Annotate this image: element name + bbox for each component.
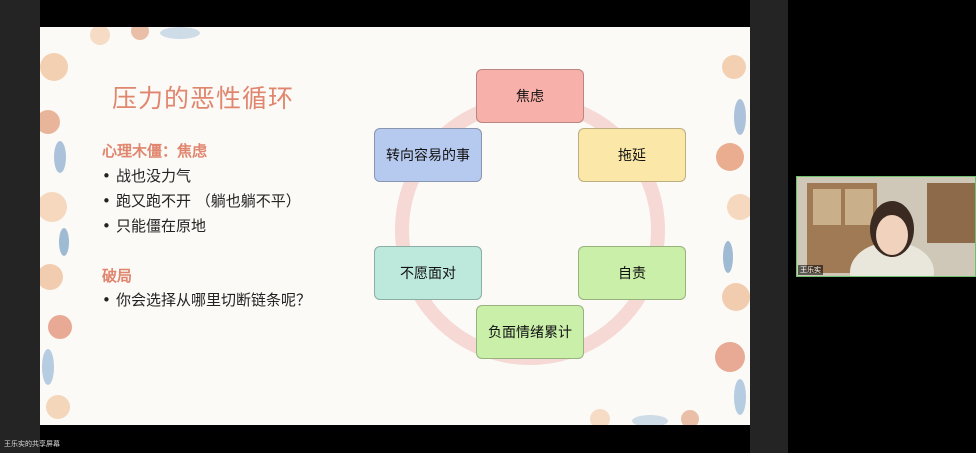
- participant-video: [797, 177, 975, 276]
- floral-border-decoration: [40, 27, 750, 425]
- participant-name: 王乐实: [798, 265, 823, 275]
- bullet-glyph: •: [102, 291, 111, 309]
- screen-share-label: 王乐实的共享屏幕: [4, 440, 60, 448]
- cycle-node-self-blame: 自责: [578, 246, 686, 300]
- list-item: • 跑又跑不开 （躺也躺不平）: [102, 190, 301, 211]
- section-heading-freeze: 心理木僵：焦虑: [102, 142, 208, 160]
- bullet-text: 只能僵在原地: [116, 217, 207, 235]
- bullet-text: 战也没力气: [116, 167, 192, 185]
- section-heading-breakthrough: 破局: [102, 267, 133, 285]
- cycle-node-procrastination: 拖延: [578, 128, 686, 182]
- slide-title: 压力的恶性循环: [112, 84, 295, 113]
- bullet-glyph: •: [102, 192, 111, 210]
- list-item: • 你会选择从哪里切断链条呢？: [102, 289, 311, 310]
- bullet-text: 你会选择从哪里切断链条呢？: [116, 291, 312, 309]
- cycle-node-easy-tasks: 转向容易的事: [374, 128, 482, 182]
- cycle-node-negative-emotion: 负面情绪累计: [476, 305, 584, 359]
- list-item: • 只能僵在原地: [102, 215, 206, 236]
- cycle-node-anxiety: 焦虑: [476, 69, 584, 123]
- list-item: • 战也没力气: [102, 165, 191, 186]
- bullet-glyph: •: [102, 217, 111, 235]
- bullet-glyph: •: [102, 167, 111, 185]
- left-panel-bar: [0, 0, 40, 453]
- shared-slide: 压力的恶性循环 心理木僵：焦虑 • 战也没力气 • 跑又跑不开 （躺也躺不平） • 只…: [40, 27, 750, 425]
- bullet-text: 跑又跑不开 （躺也躺不平）: [116, 192, 301, 210]
- webcam-video-tile[interactable]: 王乐实: [796, 176, 976, 277]
- cycle-node-avoidance: 不愿面对: [374, 246, 482, 300]
- right-panel-bar: [750, 0, 788, 453]
